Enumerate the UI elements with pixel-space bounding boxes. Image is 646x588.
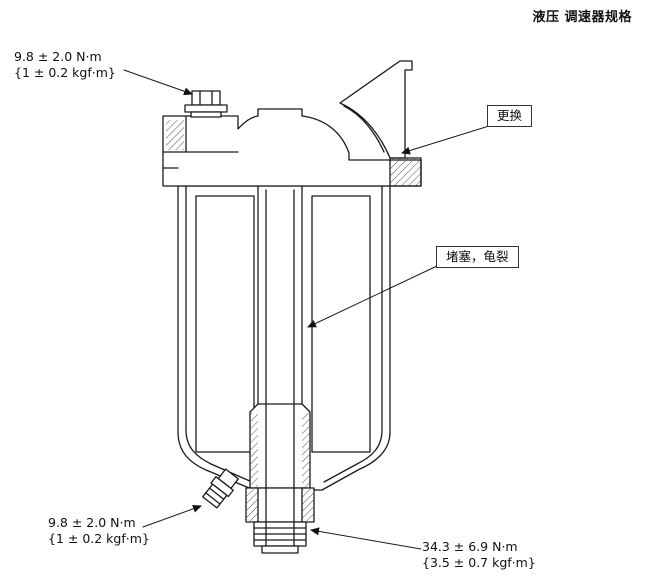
top-bleed-bolt xyxy=(184,90,228,118)
leader-center-bolt xyxy=(310,527,422,550)
leader-clog xyxy=(307,265,438,328)
bottom-fitting xyxy=(245,403,315,554)
center-bolt-torque-label: 34.3 ± 6.9 N·m {3.5 ± 0.7 kgf·m} xyxy=(422,539,536,571)
top-cover xyxy=(162,108,422,187)
replace-callout: 更换 xyxy=(487,105,533,127)
drain-bolt-torque-label: 9.8 ± 2.0 N·m {1 ± 0.2 kgf·m} xyxy=(48,515,150,547)
clog-crack-callout: 堵塞，龟裂 xyxy=(436,246,519,268)
leader-replace xyxy=(401,125,490,155)
mounting-bracket xyxy=(339,60,422,187)
center-tube xyxy=(257,185,303,413)
leader-lines xyxy=(123,69,490,550)
leader-drain-bolt xyxy=(142,504,202,528)
torque-value-kgf: {1 ± 0.2 kgf·m} xyxy=(14,65,116,80)
drain-bolt xyxy=(202,468,239,509)
leader-top-bolt xyxy=(123,69,193,96)
torque-value-kgf: {1 ± 0.2 kgf·m} xyxy=(48,531,150,546)
page-title: 液压 调速器规格 xyxy=(532,10,632,25)
torque-value: 9.8 ± 2.0 N·m xyxy=(48,515,136,530)
torque-value: 9.8 ± 2.0 N·m xyxy=(14,49,102,64)
torque-value-kgf: {3.5 ± 0.7 kgf·m} xyxy=(422,555,536,570)
top-bolt-torque-label: 9.8 ± 2.0 N·m {1 ± 0.2 kgf·m} xyxy=(14,49,116,81)
filter-element xyxy=(195,195,371,453)
torque-value: 34.3 ± 6.9 N·m xyxy=(422,539,518,554)
